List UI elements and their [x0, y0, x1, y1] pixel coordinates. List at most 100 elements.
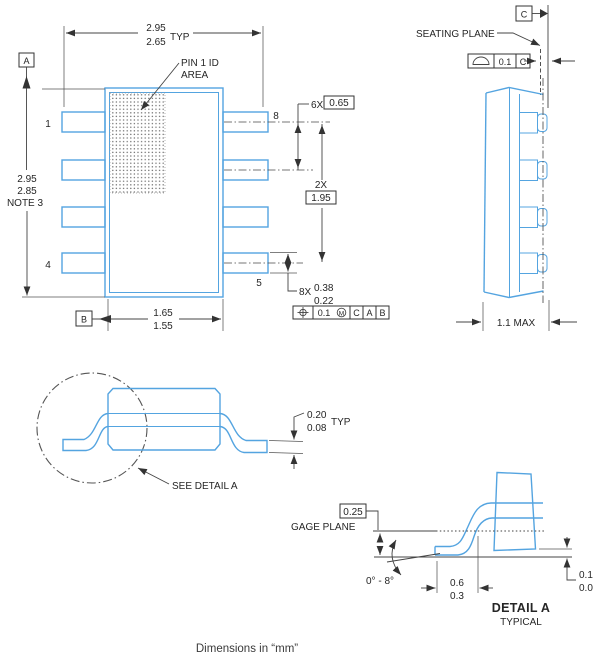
- seating-plane-label: SEATING PLANE: [416, 29, 495, 40]
- pin-6: [222, 206, 269, 228]
- dim-foot-length: 0.6 0.3: [421, 536, 493, 602]
- package-body-outline: [104, 87, 224, 298]
- dim-pitch-box: [323, 95, 355, 110]
- dim-max-height-label: 1.1 MAX: [497, 318, 536, 329]
- datum-a: A: [18, 52, 105, 90]
- fcf-position-tol-label: 0.1: [318, 308, 331, 318]
- position-symbol-icon: [297, 307, 309, 318]
- side-lead-2-tip: [537, 161, 548, 180]
- datum-a-triangle: [22, 76, 31, 89]
- detail-a-subtitle: TYPICAL: [500, 617, 542, 628]
- units-note: Dimensions in “mm”: [196, 643, 298, 655]
- dim-span-box: [305, 190, 337, 205]
- pin-5-label: 5: [256, 278, 262, 289]
- angle-label: 0° - 8°: [366, 576, 394, 587]
- dim-height-max-label: 2.95: [17, 174, 37, 185]
- fcf-position-mod-label: M: [339, 311, 344, 318]
- side-lead-1: [519, 112, 538, 134]
- dim-span: 2X 1.95: [305, 124, 337, 262]
- detail-a-title: DETAIL A: [492, 601, 550, 615]
- gage-plane-label: GAGE PLANE: [291, 522, 356, 533]
- datum-b-triangle: [99, 315, 111, 323]
- see-detail-callout: SEE DETAIL A: [137, 467, 238, 492]
- dim-span-value-label: 1.95: [311, 193, 331, 204]
- pin-3: [61, 206, 106, 228]
- dim-standoff-min-label: 0.0: [579, 583, 593, 594]
- dim-lead-width: 8X 0.38 0.22: [270, 252, 334, 307]
- pin1-id-label-line2: AREA: [181, 70, 209, 81]
- detail-body: [493, 471, 537, 552]
- detail-lead-inner: [435, 517, 543, 556]
- fcf-flatness: 0.1 C: [467, 53, 575, 69]
- dim-angle: 0° - 8°: [366, 539, 441, 587]
- side-lead-1-tip: [537, 113, 548, 132]
- side-lead-4: [519, 252, 538, 274]
- dim-standoff: 0.1 0.0: [563, 537, 593, 594]
- dim-body-width-min-label: 1.55: [153, 321, 173, 332]
- side-lead-2: [519, 159, 538, 181]
- detail-lead-outer: [435, 502, 543, 548]
- datum-c-label: C: [521, 10, 528, 20]
- fcf-position-d1-label: C: [353, 308, 360, 318]
- dim-height-note-label: NOTE 3: [7, 198, 44, 209]
- profile-body: [107, 387, 221, 451]
- fcf-position: 0.1 M C A B: [292, 305, 390, 320]
- pin-4-label: 4: [45, 260, 51, 271]
- pin1-id-label-line1: PIN 1 ID: [181, 58, 219, 69]
- datum-a-label: A: [23, 56, 29, 66]
- pin-4: [61, 252, 106, 274]
- fcf-flatness-tol-label: 0.1: [499, 57, 512, 67]
- dim-top-max-label: 2.95: [146, 23, 166, 34]
- dim-foot-min-label: 0.3: [450, 591, 464, 602]
- fcf-flatness-datum-label: C: [520, 57, 527, 67]
- side-view-body: [483, 78, 548, 303]
- front-view: 1 4 8 5 2.95 2.65 TYP PIN 1 ID AREA A: [7, 23, 390, 332]
- dim-pitch-qty-label: 6X: [311, 100, 324, 111]
- dim-lead-width-max-label: 0.38: [314, 283, 334, 294]
- fcf-position-d2-label: A: [366, 308, 372, 318]
- package-body-inner-outline: [109, 92, 219, 293]
- side-lead-3: [519, 206, 538, 228]
- profile-surface-symbol-icon: [472, 56, 490, 65]
- profile-left-lead: [62, 412, 109, 452]
- dim-standoff-max-label: 0.1: [579, 570, 593, 581]
- datum-c: C: [515, 5, 548, 22]
- dim-pitch: 6X 0.65: [294, 95, 355, 170]
- dim-lead-width-min-label: 0.22: [314, 296, 334, 307]
- datum-b-label: B: [81, 315, 87, 325]
- dim-lead-thickness-max-label: 0.20: [307, 410, 327, 421]
- profile-view: SEE DETAIL A 0.20 0.08 TYP: [36, 372, 351, 492]
- fcf-position-d3-label: B: [379, 308, 385, 318]
- gage-plane: 0.25 GAGE PLANE: [291, 503, 546, 555]
- dim-height: 2.95 2.85 NOTE 3: [7, 88, 105, 298]
- detail-a-view: 0.25 GAGE PLANE 0.1 0.0 0° - 8°: [291, 471, 593, 628]
- pin1-id-callout: PIN 1 ID AREA: [140, 58, 219, 111]
- datum-c-triangle: [540, 9, 548, 18]
- side-lead-3-tip: [537, 208, 548, 227]
- dim-lead-thickness: 0.20 0.08 TYP: [268, 410, 351, 469]
- side-lead-4-tip: [537, 254, 548, 273]
- dim-gage-label: 0.25: [343, 507, 363, 518]
- dim-height-min-label: 2.85: [17, 186, 37, 197]
- mmc-modifier-icon: M: [336, 307, 347, 318]
- dim-top-typ-label: TYP: [170, 32, 190, 43]
- detail-a-zone-circle: [36, 372, 148, 484]
- pin-1-label: 1: [45, 119, 51, 130]
- pin-1: [61, 111, 106, 133]
- dim-max-height: 1.1 MAX: [456, 300, 577, 331]
- dim-lead-thickness-typ-label: TYP: [331, 417, 351, 428]
- dim-top-min-label: 2.65: [146, 37, 166, 48]
- see-detail-label: SEE DETAIL A: [172, 481, 238, 492]
- seating-plane-callout: SEATING PLANE: [416, 29, 541, 46]
- dim-foot-max-label: 0.6: [450, 578, 464, 589]
- datum-b-frame: [75, 310, 93, 327]
- side-view: C SEATING PLANE 0.1 C: [416, 5, 577, 331]
- pin-2: [61, 159, 106, 181]
- dim-lead-thickness-min-label: 0.08: [307, 423, 327, 434]
- pin-8-label: 8: [273, 111, 279, 122]
- dim-span-qty-label: 2X: [315, 180, 328, 191]
- profile-right-lead: [219, 412, 268, 454]
- dim-lead-width-qty-label: 8X: [299, 287, 312, 298]
- dim-top-width: 2.95 2.65 TYP: [63, 23, 264, 107]
